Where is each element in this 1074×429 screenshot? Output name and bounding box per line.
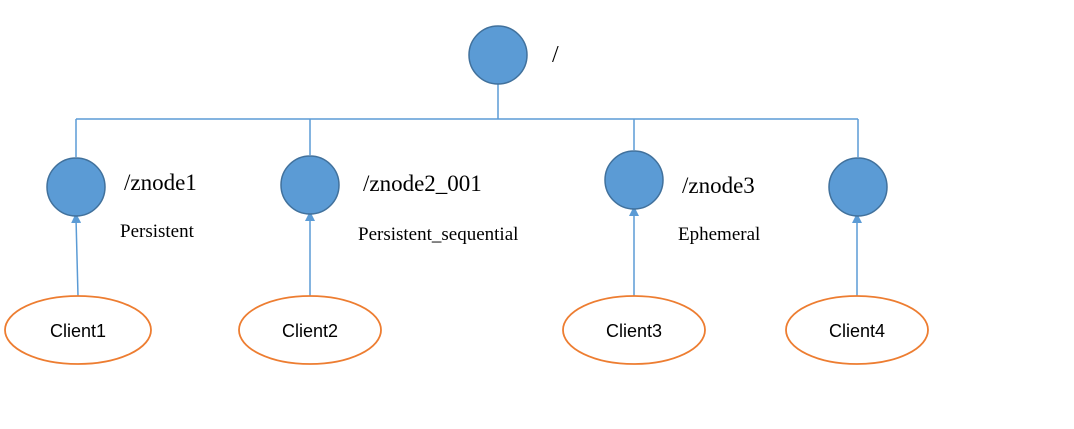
znode1-type-label: Persistent (120, 221, 195, 242)
root-node (468, 25, 528, 85)
znode4-node (828, 157, 888, 217)
znode3-type-label: Ephemeral (678, 224, 760, 245)
znode1-path-label: /znode1 (124, 170, 197, 195)
client3-label: Client3 (606, 321, 662, 341)
client2-node (238, 295, 382, 365)
client2-label: Client2 (282, 321, 338, 341)
arrow-client1 (71, 213, 82, 297)
znode3-node (604, 150, 664, 210)
client4-label: Client4 (829, 321, 885, 341)
tree-connectors (75, 84, 859, 157)
client-arrows (71, 206, 862, 297)
client1-node (4, 295, 152, 365)
client3-node (562, 295, 706, 365)
znode2-path-label: /znode2_001 (363, 171, 482, 196)
client4-node (785, 295, 929, 365)
znode1-node (46, 157, 106, 217)
client1-label: Client1 (50, 321, 106, 341)
root-node-label: / (552, 42, 559, 68)
znode3-path-label: /znode3 (682, 173, 755, 198)
znode2-node (280, 155, 340, 215)
znode2-type-label: Persistent_sequential (358, 224, 518, 245)
